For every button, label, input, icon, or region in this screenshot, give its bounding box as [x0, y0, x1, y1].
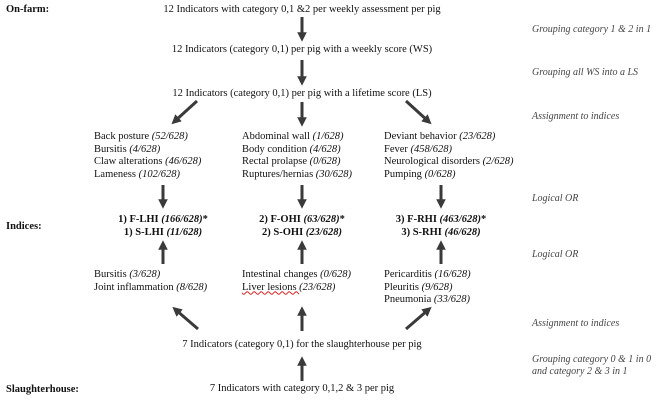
index-f-lhi: 1) F-LHI (166/628)*	[118, 214, 208, 225]
arrow-slaughterhouse-to-left	[172, 306, 199, 331]
list-item: Pneumonia (33/628)	[384, 294, 471, 305]
slaughter-list-left: Bursitis (3/628) Joint inflammation (8/6…	[94, 269, 207, 294]
list-item: Liver lesions (23/628)	[242, 281, 336, 293]
index-group-middle: 2) F-OHI (63/628)* 2) S-OHI (23/628)	[252, 213, 352, 239]
slaughter-list-right: Pericarditis (16/628) Pleuritis (9/628) …	[384, 269, 471, 307]
index-s-rhi: 3) S-RHI (46/628)	[401, 227, 481, 238]
list-item: Abdominal wall (1/628)	[242, 131, 344, 142]
slaughter-list-middle: Intestinal changes (0/628) Liver lesions…	[242, 269, 351, 294]
flow-top-weekly-assessment: 12 Indicators with category 0,1 &2 per w…	[163, 4, 441, 15]
list-item: Pericarditis (16/628)	[384, 269, 471, 280]
list-item: Body condition (4/628)	[242, 143, 341, 155]
flow-slaughterhouse-raw: 7 Indicators with category 0,1,2 & 3 per…	[209, 383, 395, 394]
index-group-right: 3) F-RHI (463/628)* 3) S-RHI (46/628)	[391, 213, 491, 239]
arrow-lifetime-to-left	[171, 99, 199, 125]
index-group-left: 1) F-LHI (166/628)* 1) S-LHI (11/628)	[113, 213, 213, 239]
farm-list-left: Back posture (52/628) Bursitis (4/628) C…	[94, 131, 201, 181]
index-f-rhi: 3) F-RHI (463/628)*	[395, 214, 487, 225]
note-assignment-bottom: Assignment to indices	[532, 318, 620, 329]
list-item: Fever (458/628)	[384, 143, 452, 155]
farm-list-right: Deviant behavior (23/628) Fever (458/628…	[384, 131, 513, 181]
arrow-slaughterhouse-to-right	[405, 306, 432, 331]
note-assignment-top: Assignment to indices	[532, 111, 620, 122]
index-s-lhi: 1) S-LHI (11/628)	[123, 227, 203, 238]
list-item: Joint inflammation (8/628)	[94, 281, 208, 293]
list-item: Intestinal changes (0/628)	[242, 269, 352, 280]
stage-label-onfarm: On-farm:	[6, 4, 50, 15]
flow-weekly-score: 12 Indicators (category 0,1) per pig wit…	[171, 44, 433, 55]
arrow-lifetime-to-right	[404, 99, 432, 125]
list-item: Neurological disorders (2/628)	[384, 156, 514, 167]
list-item: Rectal prolapse (0/628)	[242, 156, 341, 167]
list-item: Pleuritis (9/628)	[384, 281, 453, 293]
note-grouping-ws: Grouping all WS into a LS	[532, 67, 639, 78]
note-grouping-slaughter-2: and category 2 & 3 in 1	[532, 366, 628, 377]
list-item: Claw alterations (46/628)	[94, 156, 202, 167]
index-f-ohi: 2) F-OHI (63/628)*	[259, 214, 345, 225]
list-item: Pumping (0/628)	[384, 168, 456, 180]
list-item: Bursitis (4/628)	[94, 143, 161, 155]
flow-lifetime-score: 12 Indicators (category 0,1) per pig wit…	[172, 88, 432, 99]
farm-list-middle: Abdominal wall (1/628) Body condition (4…	[242, 131, 352, 181]
flow-slaughterhouse-binary: 7 Indicators (category 0,1) for the slau…	[182, 339, 422, 350]
stage-label-slaughterhouse: Slaughterhouse:	[6, 384, 79, 395]
list-item: Deviant behavior (23/628)	[384, 131, 496, 142]
list-item: Bursitis (3/628)	[94, 269, 161, 280]
note-logical-or-top: Logical OR	[532, 193, 579, 204]
note-grouping-1-2: Grouping category 1 & 2 in 1	[532, 24, 652, 35]
stage-label-indices: Indices:	[6, 221, 42, 232]
list-item: Lameness (102/628)	[94, 168, 181, 180]
note-grouping-slaughter-1: Grouping category 0 & 1 in 0	[532, 354, 652, 365]
list-item: Ruptures/hernias (30/628)	[242, 168, 352, 180]
note-logical-or-bottom: Logical OR	[532, 249, 579, 260]
list-item: Back posture (52/628)	[94, 131, 188, 142]
index-s-ohi: 2) S-OHI (23/628)	[262, 227, 342, 238]
